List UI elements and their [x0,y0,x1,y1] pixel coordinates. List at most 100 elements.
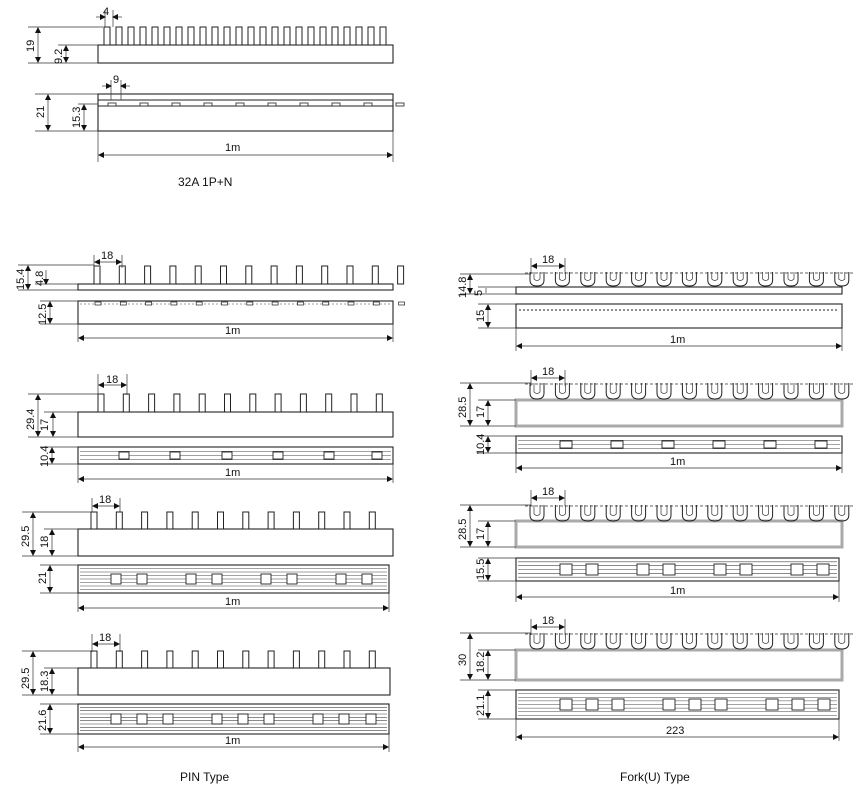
fork-inner [533,272,541,281]
top-caption: 32A 1P+N [178,175,232,189]
top-side-body-label: 15.3 [71,107,83,128]
fork-inner [635,505,642,516]
top-body-height-label: 9.2 [53,49,65,64]
insert [347,301,355,306]
fork1-side-label: 15 [475,310,487,322]
fork2-body-label: 17 [475,406,487,418]
fork4-side-label: 21.1 [475,695,487,716]
insert [271,301,279,306]
fork-inner [660,505,668,516]
insert [246,301,254,306]
pin [115,26,123,46]
fork-terminal [605,383,621,400]
pin3-pitch-label: 18 [99,494,111,506]
fork-inner [736,633,744,644]
pin-type-column: 18 15.4 4.8 12.5 1m 18 29.4 [15,250,405,784]
fork-inner [533,383,541,394]
fork-busbar-2: 18 28.5 17 10.4 1m [457,366,854,473]
fork-inner [787,505,795,516]
pin [249,393,257,413]
pin-busbar-1: 18 15.4 4.8 12.5 1m [15,250,405,342]
fork-busbar-4: 18 30 18.2 21.1 223 [457,615,854,741]
insert [312,713,324,725]
pin [163,26,171,46]
pin1-side-label: 12.5 [37,304,49,325]
fork-terminal [834,272,850,287]
insert [272,451,284,460]
top-side-pitch-label: 9 [113,74,119,86]
fork-terminal [656,633,672,650]
fork-terminal [732,383,748,400]
pin [367,26,375,46]
fork1-total-label: 14.8 [457,277,469,298]
pin [217,650,224,669]
insert [817,698,831,711]
pin [93,265,101,285]
pin-busbar-3: 18 29.5 18 21 1m [20,494,394,612]
pin [299,393,307,413]
insert [372,301,380,306]
top-side-total-label: 21 [35,106,47,118]
insert [611,698,625,711]
insert [211,713,223,725]
pin4-total-label: 29.5 [20,668,32,689]
fork-inner [787,383,795,394]
fork-terminal [681,633,697,650]
insert [712,440,726,449]
fork-inner [813,383,820,394]
fork-inner [711,383,719,394]
insert [585,563,599,576]
insert [559,563,573,576]
fork-inner [635,383,642,394]
fork-terminal [732,505,748,522]
side-notch [267,102,277,107]
pin [90,511,98,530]
insert [145,301,152,306]
fork-inner [686,383,693,394]
fork1-body-label: 5 [473,290,485,296]
fork-inner [787,633,795,644]
fork1-length-label: 1m [670,334,685,346]
fork3-side-label: 15.5 [475,559,487,580]
pin [319,26,327,46]
fork-inner [813,272,820,281]
fork-inner [838,505,846,516]
top-pitch-label: 4 [103,6,109,18]
insert [221,301,228,306]
fork4-length-label: 223 [666,725,684,737]
fork-terminal [707,383,723,400]
pin [267,511,275,530]
fork-terminal [707,505,723,522]
insert [790,563,804,576]
pin3-side-label: 21 [37,572,49,584]
pin2-side-label: 10.4 [39,446,51,467]
fork-inner [559,505,566,516]
pin [191,511,199,530]
pin [267,650,275,669]
fork-terminal [808,383,824,400]
pin [343,511,351,530]
pin [368,650,376,669]
side-notch [139,102,149,107]
fork-inner [813,633,820,644]
pin1-pitch-label: 18 [101,250,113,262]
top-length-label: 1m [225,142,240,154]
insert [371,451,383,460]
insert [170,301,178,306]
insert [365,713,377,725]
fork-terminal [580,505,596,522]
fork-inner [660,272,668,281]
pin [144,265,152,285]
pin [211,26,219,46]
pin [194,265,202,285]
insert [335,573,347,585]
pin [295,265,303,285]
side-notch [203,102,213,107]
pin [223,26,231,46]
insert [110,713,122,725]
insert [814,440,828,449]
pin [118,265,126,285]
insert [323,451,335,460]
insert [763,440,777,449]
